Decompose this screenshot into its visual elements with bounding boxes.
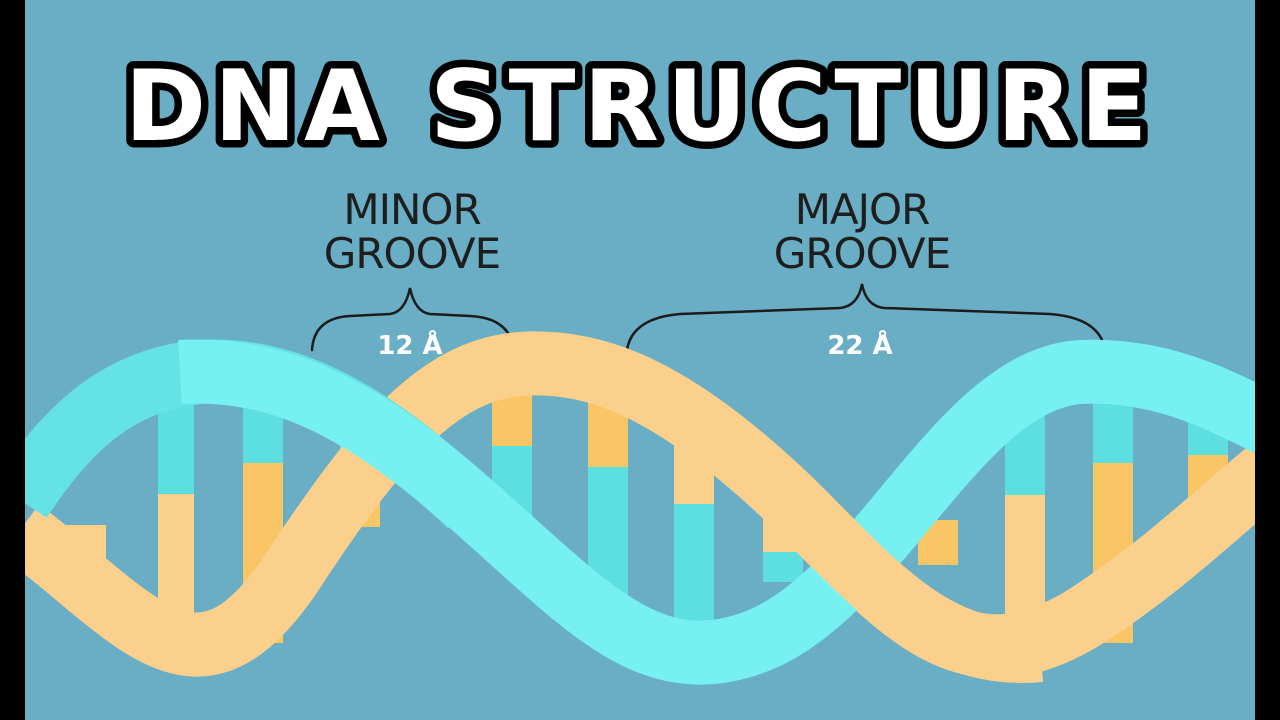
minor-groove-measurement: 12 Å (377, 329, 442, 361)
minor-groove-label-line2: GROOVE (324, 229, 500, 278)
major-groove-measurement: 22 Å (827, 329, 892, 361)
diagram-title: DNA STRUCTURE (125, 50, 1156, 164)
major-groove-label-line1: MAJOR (795, 185, 930, 234)
diagram-canvas: DNA STRUCTURE MINOR GROOVE MAJOR GROOVE … (25, 0, 1255, 720)
major-groove-label-line2: GROOVE (774, 229, 950, 278)
minor-groove-label-line1: MINOR (343, 185, 480, 234)
dna-structure-diagram: DNA STRUCTURE MINOR GROOVE MAJOR GROOVE … (25, 0, 1255, 720)
